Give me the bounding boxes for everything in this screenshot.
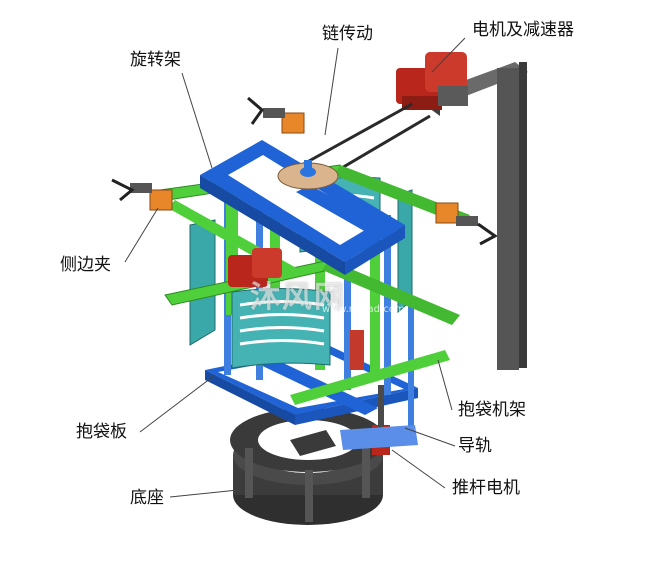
watermark-url: www.mfcad.com [322,304,405,315]
side-clamps [111,96,498,246]
watermark: 沐风网 [250,280,346,315]
label-push-rod-motor: 推杆电机 [452,478,520,498]
label-bag-holding-frame: 抱袋机架 [458,400,526,420]
base [230,408,386,525]
leader-lines [124,37,466,498]
label-motor-reducer: 电机及减速器 [472,20,574,40]
label-chain-drive: 链传动 [322,24,373,44]
label-side-clamp: 侧边夹 [60,255,111,275]
label-bag-holding-plate: 抱袋板 [76,422,127,442]
mid-motor [228,248,282,287]
lower-support [290,350,450,450]
motor-reducer [396,52,468,110]
rotating-frame [200,140,405,275]
label-base: 底座 [130,488,164,508]
label-rotating-frame: 旋转架 [130,50,181,70]
label-guide-rail: 导轨 [458,436,492,456]
sprocket [277,160,339,190]
